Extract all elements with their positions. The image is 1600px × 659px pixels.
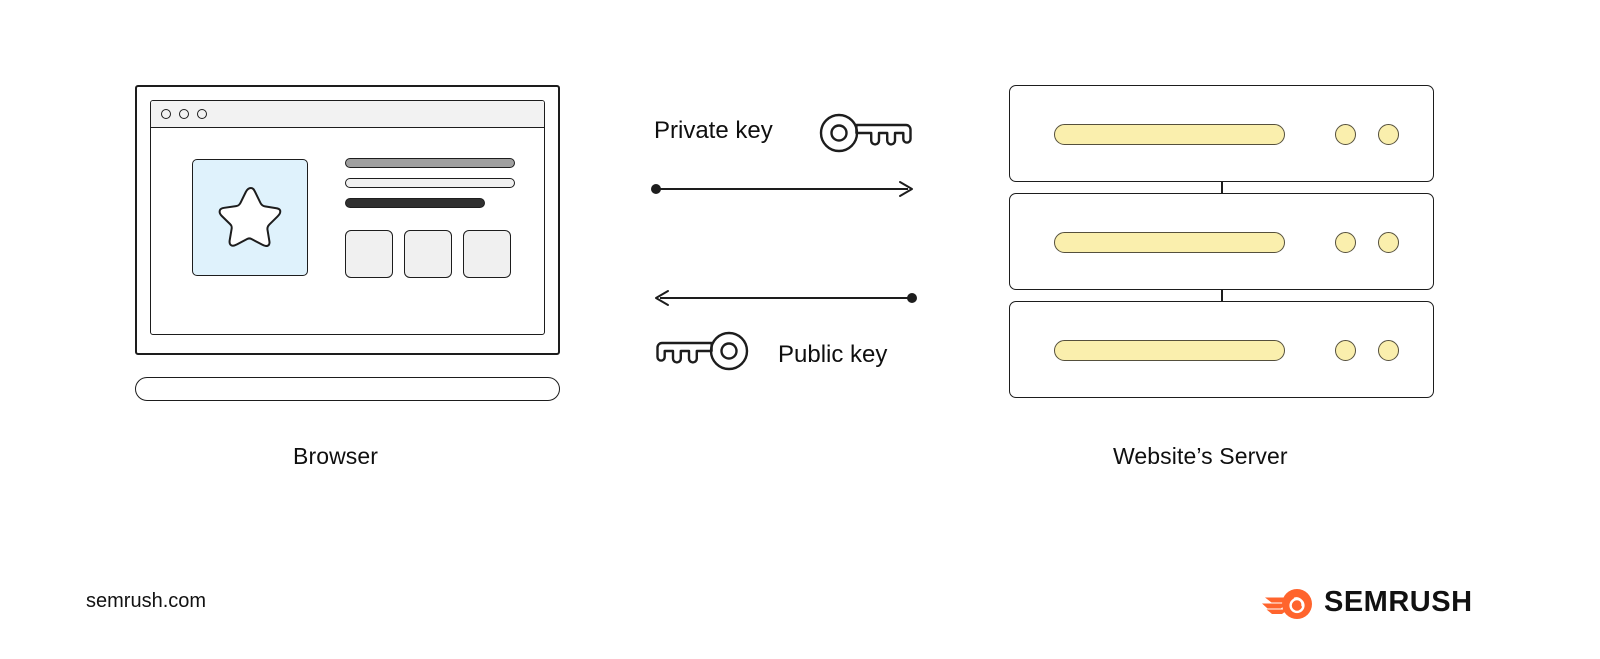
server-illustration bbox=[1000, 80, 1450, 410]
server-unit-3 bbox=[1009, 301, 1434, 398]
content-text-line-1 bbox=[345, 158, 515, 168]
semrush-wordmark: SEMRUSH bbox=[1324, 586, 1473, 618]
star-icon bbox=[218, 187, 282, 247]
server-led-1-icon bbox=[1335, 124, 1356, 145]
private-key-label: Private key bbox=[654, 117, 773, 144]
content-text-line-3 bbox=[345, 198, 485, 208]
arrow-browser-to-server bbox=[651, 181, 913, 197]
server-unit-2 bbox=[1009, 193, 1434, 290]
browser-titlebar bbox=[151, 101, 544, 128]
private-key-icon bbox=[819, 113, 912, 153]
server-led-1-icon bbox=[1335, 340, 1356, 361]
server-connector-2 bbox=[1221, 290, 1223, 301]
browser-illustration bbox=[0, 0, 700, 500]
public-key-icon bbox=[656, 331, 749, 371]
browser-caption: Browser bbox=[293, 443, 379, 469]
public-key-label: Public key bbox=[778, 341, 888, 368]
content-card-3 bbox=[463, 230, 511, 278]
semrush-comet-icon bbox=[1262, 589, 1312, 619]
window-dot-2-icon[interactable] bbox=[179, 109, 189, 119]
server-led-2-icon bbox=[1378, 124, 1399, 145]
server-led-1-icon bbox=[1335, 232, 1356, 253]
server-led-2-icon bbox=[1378, 340, 1399, 361]
server-caption: Website’s Server bbox=[1113, 443, 1288, 469]
window-dot-1-icon[interactable] bbox=[161, 109, 171, 119]
server-connector-1 bbox=[1221, 182, 1223, 193]
footer-url: semrush.com bbox=[86, 590, 207, 612]
content-card-2 bbox=[404, 230, 452, 278]
server-led-2-icon bbox=[1378, 232, 1399, 253]
content-card-1 bbox=[345, 230, 393, 278]
laptop-base bbox=[135, 377, 560, 401]
window-dot-3-icon[interactable] bbox=[197, 109, 207, 119]
server-status-bar bbox=[1054, 340, 1285, 361]
server-unit-1 bbox=[1009, 85, 1434, 182]
window-controls bbox=[161, 109, 207, 119]
content-text-line-2 bbox=[345, 178, 515, 188]
semrush-logo: SEMRUSH bbox=[1262, 586, 1490, 622]
server-status-bar bbox=[1054, 124, 1285, 145]
arrow-server-to-browser bbox=[655, 290, 917, 306]
server-status-bar bbox=[1054, 232, 1285, 253]
